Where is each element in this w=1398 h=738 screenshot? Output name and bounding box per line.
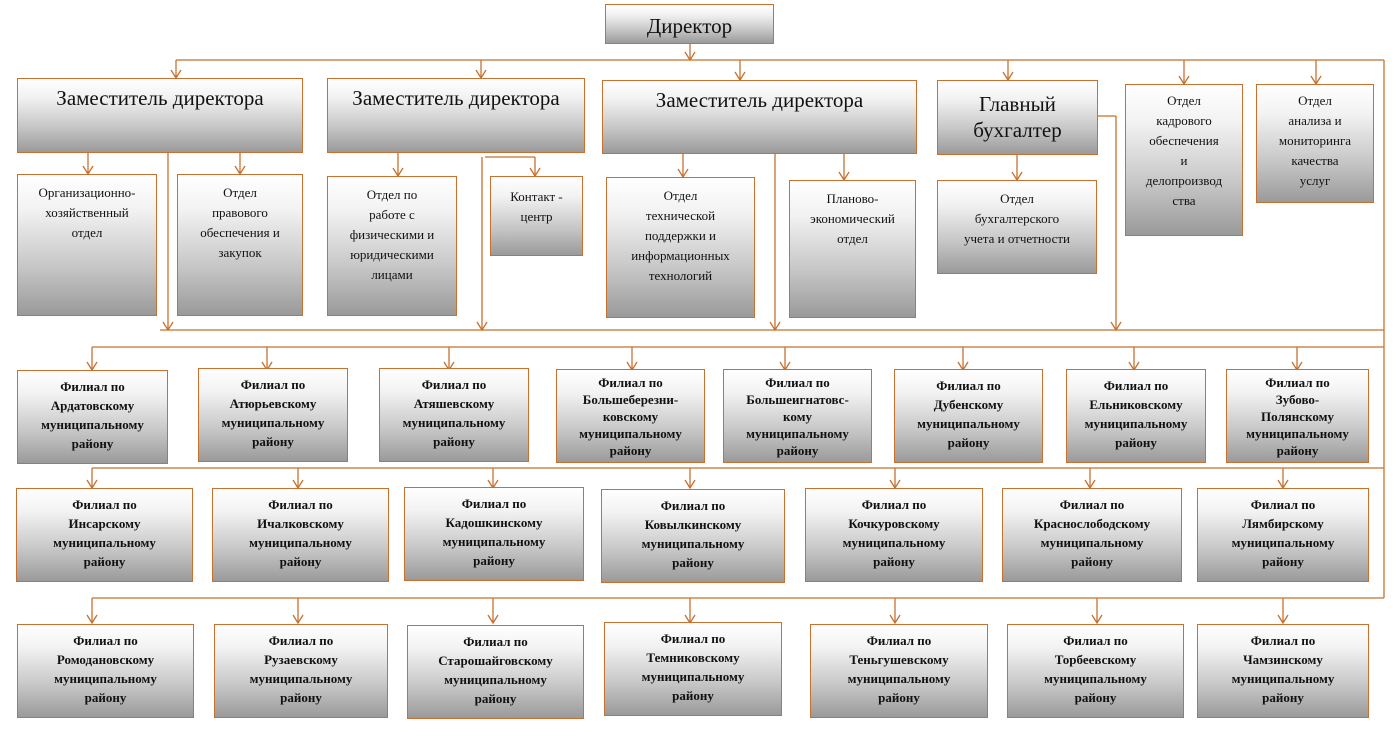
branch-staroshaygovsky-label: Филиал по Старошайговскому муниципальном… (438, 634, 553, 706)
branch-krasnoslobodsky-label: Филиал по Краснослободскому муниципально… (1033, 497, 1151, 569)
branch-chamzinsky-box: Филиал по Чамзинскому муниципальному рай… (1197, 624, 1369, 718)
branch-atyashevsky-box: Филиал по Атяшевскому муниципальному рай… (379, 368, 529, 462)
chief-accountant-label: Главный бухгалтер (973, 92, 1062, 142)
legal-department-box: Отдел правового обеспечения и закупок (177, 174, 303, 316)
branch-ruzaevsky-label: Филиал по Рузаевскому муниципальному рай… (249, 633, 353, 705)
planning-department-box: Планово- экономический отдел (789, 180, 916, 318)
connector-arrowhead (684, 479, 696, 490)
individuals-department-box: Отдел по работе с физическими и юридичес… (327, 176, 457, 316)
branch-kadoshkinsky-label: Филиал по Кадошкинскому муниципальному р… (442, 496, 546, 568)
branch-romodanovsky-box: Филиал по Ромодановскому муниципальному … (17, 624, 194, 718)
deputy-director-1-label: Заместитель директора (56, 86, 264, 110)
branch-atyurevsky-box: Филиал по Атюрьевскому муниципальному ра… (198, 368, 348, 462)
branch-atyashevsky-label: Филиал по Атяшевскому муниципальному рай… (402, 377, 506, 449)
branch-bolsheignatovo-box: Филиал по Большеигнатовс- кому муниципал… (723, 369, 872, 463)
branch-temnikovsky-label: Филиал по Темниковскому муниципальному р… (641, 631, 745, 703)
connector-arrowhead (1091, 614, 1103, 625)
tech-support-department-label: Отдел технической поддержки и информацио… (631, 188, 730, 283)
hr-department-box: Отдел кадрового обеспечения и делопроизв… (1125, 84, 1243, 236)
branch-bolsheberezniki-box: Филиал по Большеберезни- ковскому муници… (556, 369, 705, 463)
branch-tengushevsky-label: Филиал по Теньгушевскому муниципальному … (847, 633, 951, 705)
individuals-department-label: Отдел по работе с физическими и юридичес… (349, 187, 435, 282)
deputy-director-3-label: Заместитель директора (655, 88, 864, 112)
branch-temnikovsky-box: Филиал по Темниковскому муниципальному р… (604, 622, 782, 716)
branch-ichalkovsky-label: Филиал по Ичалковскому муниципальному ра… (249, 497, 352, 569)
branch-elnikovsky-label: Филиал по Ельниковскому муниципальному р… (1084, 378, 1188, 450)
director-box: Директор (605, 4, 774, 44)
deputy-director-2-label: Заместитель директора (352, 86, 560, 110)
deputy-director-2-box: Заместитель директора (327, 78, 585, 153)
branch-elnikovsky-box: Филиал по Ельниковскому муниципальному р… (1066, 369, 1206, 463)
branch-dubensky-box: Филиал по Дубенскому муниципальному райо… (894, 369, 1043, 463)
branch-atyurevsky-label: Филиал по Атюрьевскому муниципальному ра… (221, 377, 325, 449)
branch-romodanovsky-label: Филиал по Ромодановскому муниципальному … (54, 633, 157, 705)
branch-zubovo-polyansky-label: Филиал по Зубово- Полянскому муниципальн… (1246, 375, 1349, 458)
branch-chamzinsky-label: Филиал по Чамзинскому муниципальному рай… (1231, 633, 1335, 705)
org-household-department-label: Организационно- хозяйственный отдел (38, 185, 136, 240)
branch-ichalkovsky-box: Филиал по Ичалковскому муниципальному ра… (212, 488, 389, 582)
deputy-director-3-box: Заместитель директора (602, 80, 917, 154)
analysis-department-box: Отдел анализа и мониторинга качества усл… (1256, 84, 1374, 203)
branch-ardatovsky-box: Филиал по Ардатовскому муниципальному ра… (17, 370, 168, 464)
branch-dubensky-label: Филиал по Дубенскому муниципальному райо… (917, 378, 1020, 450)
legal-department-label: Отдел правового обеспечения и закупок (200, 185, 280, 260)
contact-center-label: Контакт - центр (510, 189, 563, 224)
connector-arrowhead (86, 614, 98, 625)
branch-insarsky-box: Филиал по Инсарскому муниципальному райо… (16, 488, 193, 582)
connector-arrowhead (1277, 614, 1289, 625)
branch-insarsky-label: Филиал по Инсарскому муниципальному райо… (53, 497, 156, 569)
branch-kadoshkinsky-box: Филиал по Кадошкинскому муниципальному р… (404, 487, 584, 581)
branch-torbeevsky-label: Филиал по Торбеевскому муниципальному ра… (1044, 633, 1147, 705)
org-household-department-box: Организационно- хозяйственный отдел (17, 174, 157, 316)
analysis-department-label: Отдел анализа и мониторинга качества усл… (1278, 93, 1352, 188)
contact-center-box: Контакт - центр (490, 176, 583, 256)
accounting-department-box: Отдел бухгалтерского учета и отчетности (937, 180, 1097, 274)
branch-staroshaygovsky-box: Филиал по Старошайговскому муниципальном… (407, 625, 584, 719)
accounting-department-label: Отдел бухгалтерского учета и отчетности (963, 191, 1071, 246)
branch-kovylkinsky-box: Филиал по Ковылкинскому муниципальному р… (601, 489, 785, 583)
connector-arrowhead (889, 614, 901, 625)
branch-kovylkinsky-label: Филиал по Ковылкинскому муниципальному р… (641, 498, 745, 570)
tech-support-department-box: Отдел технической поддержки и информацио… (606, 177, 755, 318)
connector-arrowhead (292, 614, 304, 625)
planning-department-label: Планово- экономический отдел (810, 191, 895, 246)
branch-lyambirsky-label: Филиал по Лямбирскому муниципальному рай… (1231, 497, 1335, 569)
branch-tengushevsky-box: Филиал по Теньгушевскому муниципальному … (810, 624, 988, 718)
branch-bolsheberezniki-label: Филиал по Большеберезни- ковскому муници… (579, 375, 682, 458)
branch-ruzaevsky-box: Филиал по Рузаевскому муниципальному рай… (214, 624, 388, 718)
director-label: Директор (646, 14, 733, 38)
branch-ardatovsky-label: Филиал по Ардатовскому муниципальному ра… (41, 379, 144, 451)
chief-accountant-box: Главный бухгалтер (937, 80, 1098, 155)
connector-arrowhead (487, 614, 499, 625)
branch-zubovo-polyansky-box: Филиал по Зубово- Полянскому муниципальн… (1226, 369, 1369, 463)
hr-department-label: Отдел кадрового обеспечения и делопроизв… (1145, 93, 1223, 208)
deputy-director-1-box: Заместитель директора (17, 78, 303, 153)
branch-kochkurovsky-box: Филиал по Кочкуровскому муниципальному р… (805, 488, 983, 582)
branch-lyambirsky-box: Филиал по Лямбирскому муниципальному рай… (1197, 488, 1369, 582)
branch-torbeevsky-box: Филиал по Торбеевскому муниципальному ра… (1007, 624, 1184, 718)
branch-krasnoslobodsky-box: Филиал по Краснослободскому муниципально… (1002, 488, 1182, 582)
branch-bolsheignatovo-label: Филиал по Большеигнатовс- кому муниципал… (746, 375, 849, 458)
branch-kochkurovsky-label: Филиал по Кочкуровскому муниципальному р… (842, 497, 946, 569)
